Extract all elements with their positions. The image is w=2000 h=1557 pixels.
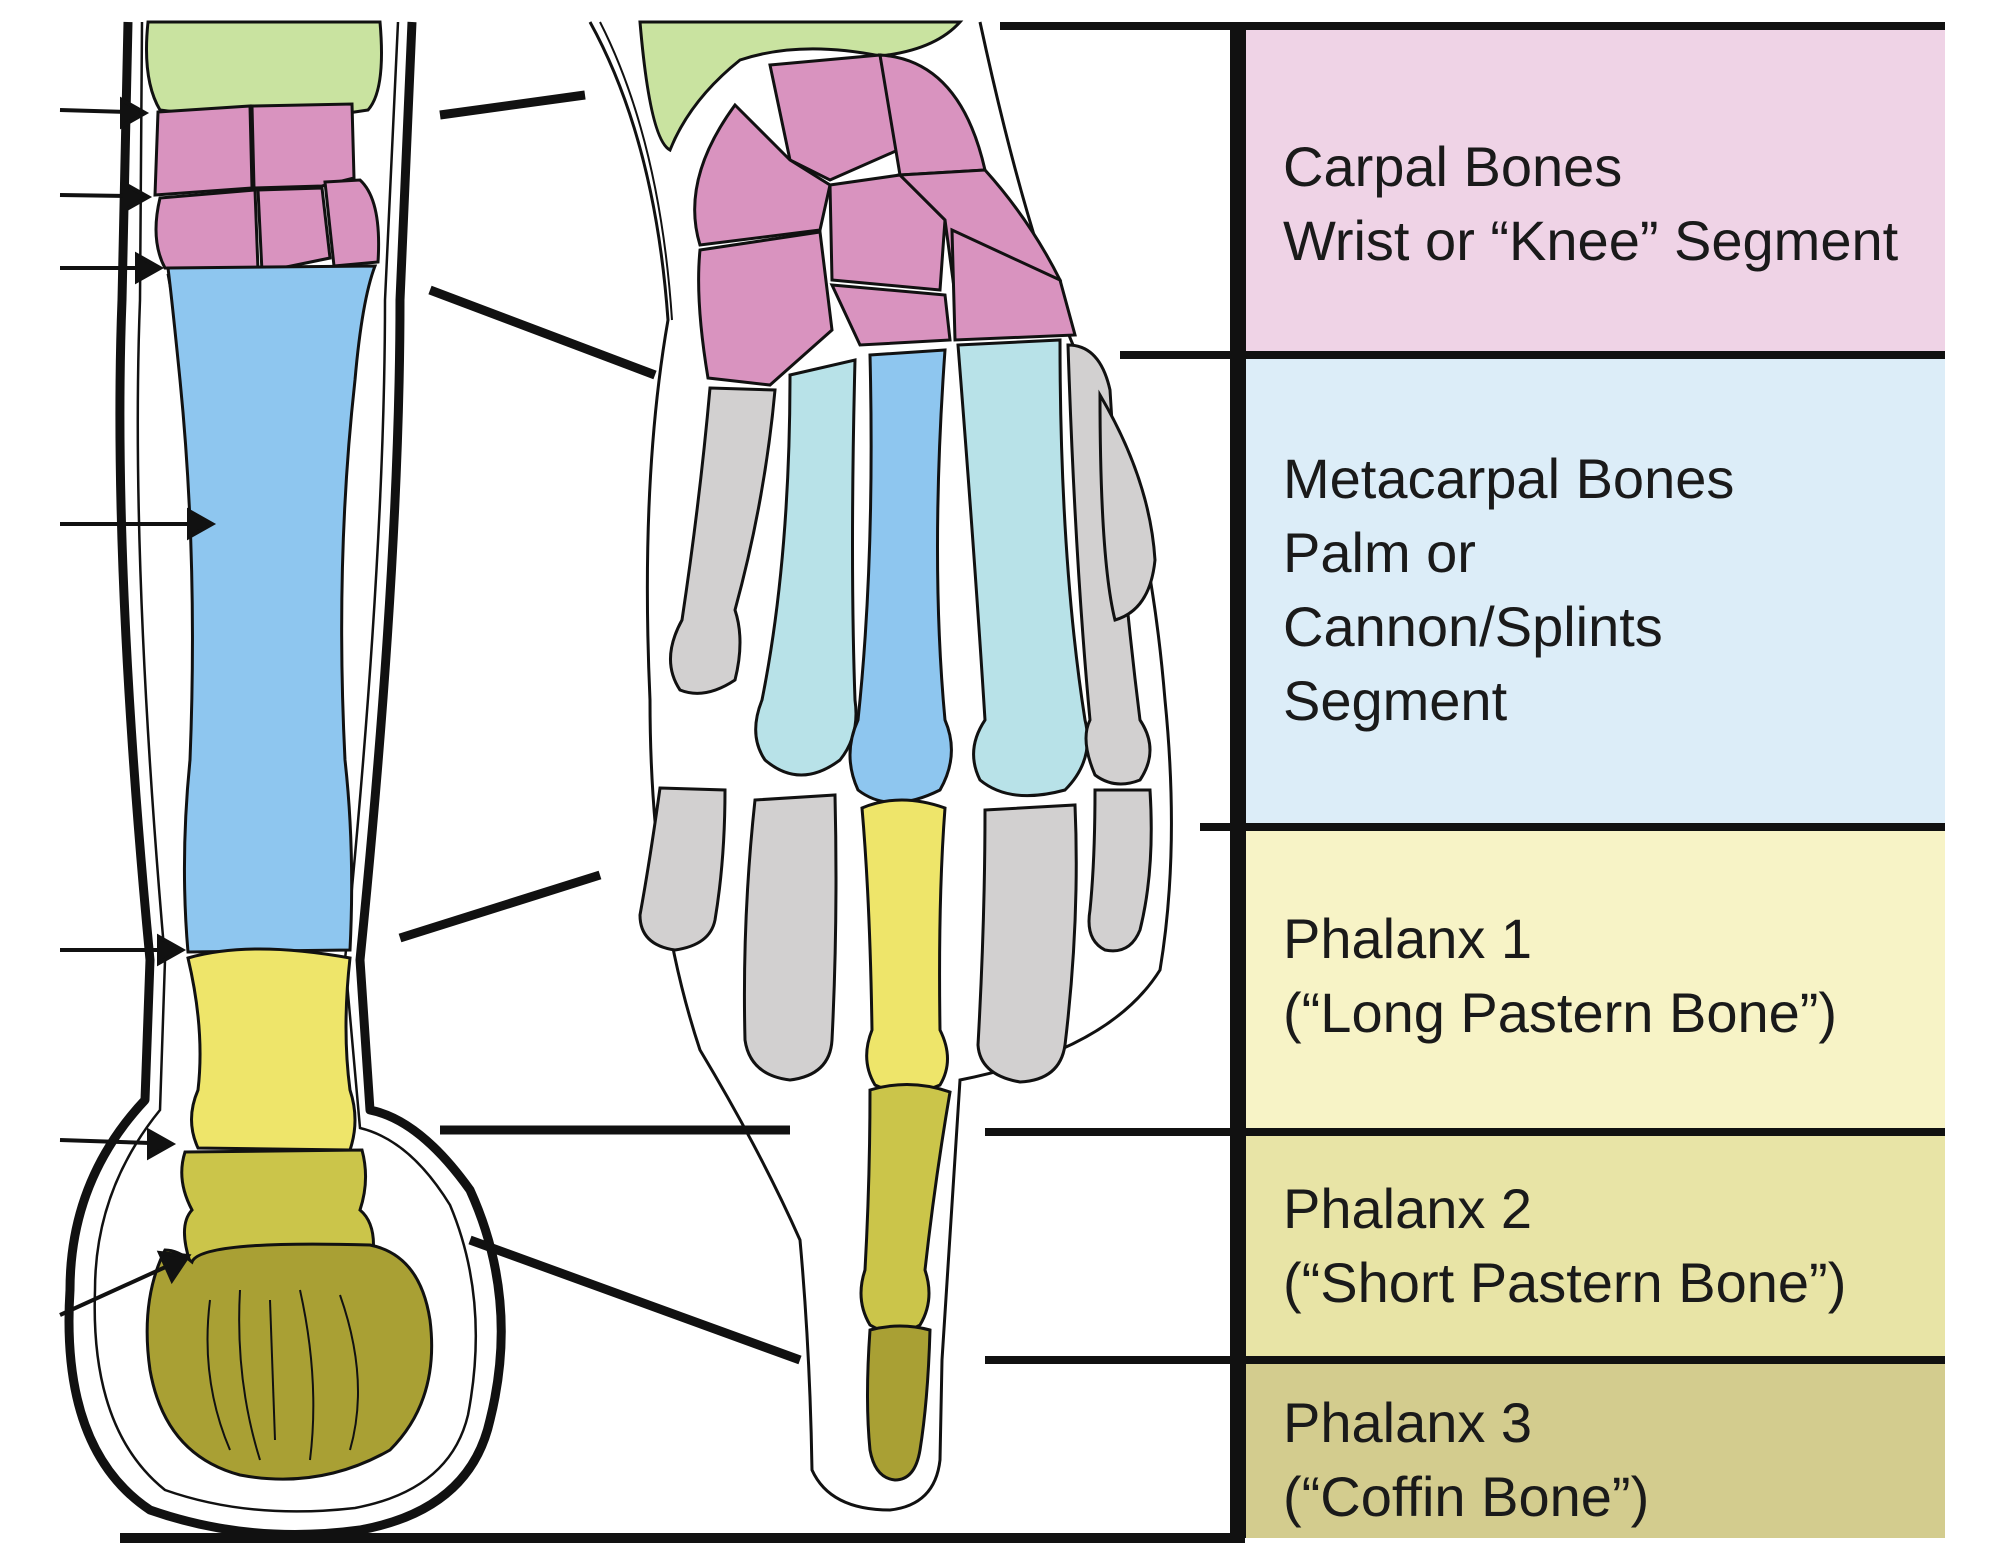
- label-phalanx2-subtitle: (“Short Pastern Bone”): [1283, 1251, 1847, 1314]
- label-phalanx1-subtitle: (“Long Pastern Bone”): [1283, 981, 1838, 1044]
- hand-forearm-edge: [599, 21, 673, 321]
- panel-divider-vertical: [1230, 28, 1246, 1538]
- hand-vestigial-fingers: [638, 389, 1157, 1084]
- horse-carpal-bones: [153, 102, 381, 274]
- label-panels: [120, 22, 1945, 1543]
- panel-phalanx1-bg: [1245, 827, 1945, 1132]
- coffin-bone-texture: [206, 1289, 359, 1461]
- horse-leg-skin-outline: [64, 21, 506, 1539]
- label-metacarpal-title: Metacarpal Bones: [1283, 447, 1735, 510]
- metacarpal-index: [754, 358, 858, 777]
- label-carpal-title: Carpal Bones: [1283, 135, 1623, 198]
- metacarpal-thumb: [669, 386, 777, 695]
- horse-leg: [59, 20, 506, 1539]
- horse-long-pastern: [186, 947, 357, 1152]
- label-metacarpal-line3: Cannon/Splints: [1283, 595, 1663, 658]
- connector-lines: [398, 90, 802, 1365]
- label-phalanx2: Phalanx 2 (“Short Pastern Bone”): [1245, 1172, 1945, 1320]
- label-metacarpal-line2: Palm or: [1283, 521, 1476, 584]
- hand-phalanx-1: [860, 798, 949, 1094]
- panel-phalanx2-bg: [1245, 1132, 1945, 1360]
- metacarpal-middle: [848, 348, 953, 804]
- label-phalanx3-subtitle: (“Coffin Bone”): [1283, 1465, 1650, 1528]
- panel-metacarpal-bg: [1245, 355, 1945, 827]
- panel-carpal-bg: [1245, 30, 1945, 355]
- label-carpal: Carpal Bones Wrist or “Knee” Segment: [1245, 130, 1945, 278]
- metacarpal-ring: [956, 338, 1089, 798]
- label-phalanx2-title: Phalanx 2: [1283, 1177, 1533, 1240]
- label-metacarpal: Metacarpal Bones Palm or Cannon/Splints …: [1245, 442, 1945, 738]
- label-carpal-subtitle: Wrist or “Knee” Segment: [1283, 209, 1899, 272]
- pointer-arrows: [59, 96, 217, 1317]
- horse-coffin-bone: [145, 1242, 434, 1481]
- hand-carpal-bones: [693, 53, 1077, 387]
- label-phalanx1: Phalanx 1 (“Long Pastern Bone”): [1245, 902, 1945, 1050]
- label-phalanx3-title: Phalanx 3: [1283, 1391, 1533, 1454]
- label-metacarpal-line4: Segment: [1283, 669, 1508, 732]
- label-phalanx3: Phalanx 3 (“Coffin Bone”): [1245, 1386, 1945, 1534]
- panel-phalanx3-bg: [1245, 1360, 1945, 1538]
- hand-phalanx-3: [866, 1324, 932, 1482]
- hand-metacarpal-bones: [669, 338, 1152, 804]
- human-hand: [588, 20, 1173, 1512]
- panel-separators: [985, 22, 1945, 1364]
- hand-phalanx-2: [859, 1083, 952, 1334]
- horse-cannon-bone: [166, 264, 378, 954]
- label-phalanx1-title: Phalanx 1: [1283, 907, 1533, 970]
